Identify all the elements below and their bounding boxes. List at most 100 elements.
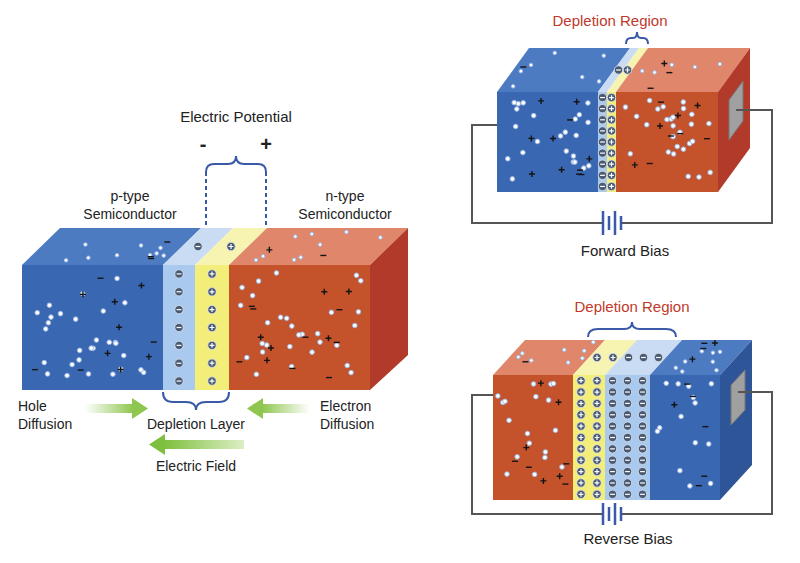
carrier-dot bbox=[77, 358, 82, 363]
carrier-dot bbox=[675, 144, 680, 149]
plus-charge bbox=[264, 357, 270, 363]
arrow-shaft bbox=[85, 404, 133, 413]
minus-charge bbox=[647, 163, 653, 164]
carrier-dot bbox=[254, 372, 259, 377]
ion-sign bbox=[579, 378, 584, 383]
carrier-dot bbox=[265, 320, 270, 325]
carrier-dot bbox=[690, 112, 695, 117]
minus-charge bbox=[526, 467, 532, 468]
carrier-dot bbox=[70, 362, 75, 367]
ion-sign bbox=[640, 414, 645, 415]
donor-ion bbox=[227, 242, 235, 250]
region-label: p-type Semiconductor bbox=[75, 188, 185, 223]
acceptor-ion bbox=[194, 242, 202, 250]
carrier-dot bbox=[525, 431, 530, 436]
ion-sign bbox=[600, 153, 605, 154]
acceptor-ion bbox=[623, 388, 631, 396]
carrier-dot bbox=[113, 340, 118, 345]
carrier-dot bbox=[581, 356, 585, 360]
carrier-dot bbox=[318, 243, 322, 247]
charge-carriers bbox=[32, 51, 722, 498]
plus-charge bbox=[529, 171, 535, 177]
bracket bbox=[163, 392, 229, 410]
ion-sign bbox=[609, 184, 614, 189]
carrier-dot bbox=[688, 484, 693, 489]
carrier-dot bbox=[521, 150, 526, 155]
donor-ion bbox=[577, 433, 585, 441]
plus-charge bbox=[557, 473, 563, 479]
acceptor-ion bbox=[175, 341, 183, 349]
carrier-dot bbox=[58, 311, 63, 316]
plus-charge bbox=[138, 283, 144, 289]
ion-sign bbox=[579, 446, 584, 451]
ion-sign bbox=[210, 379, 215, 384]
ion-sign bbox=[609, 162, 614, 167]
ion-sign bbox=[625, 471, 630, 472]
acceptor-ion bbox=[623, 399, 631, 407]
ion-sign bbox=[625, 460, 630, 461]
carrier-dot bbox=[159, 246, 163, 250]
ion-sign bbox=[579, 435, 584, 440]
layer-label: Depletion Layer bbox=[131, 416, 261, 434]
minus-charge bbox=[289, 368, 295, 369]
minus-charge bbox=[164, 241, 170, 242]
carrier-dot bbox=[505, 472, 510, 477]
carrier-dot bbox=[623, 105, 628, 110]
carrier-dot bbox=[496, 394, 501, 399]
ion-sign bbox=[210, 289, 215, 294]
minus-charge bbox=[677, 133, 683, 134]
carrier-dot bbox=[582, 349, 586, 353]
acceptor-ion bbox=[638, 467, 646, 475]
plus-charge bbox=[695, 102, 701, 108]
minus-charge bbox=[32, 369, 38, 370]
ion-sign bbox=[610, 403, 615, 404]
carrier-dot bbox=[531, 382, 536, 387]
ion-sign bbox=[625, 494, 630, 495]
donor-ion bbox=[593, 388, 601, 396]
minus-charge bbox=[658, 101, 664, 102]
donor-ion bbox=[577, 399, 585, 407]
ion-sign bbox=[609, 128, 614, 133]
acceptor-ion bbox=[638, 456, 646, 464]
carrier-dot bbox=[640, 69, 644, 73]
carrier-dot bbox=[543, 455, 548, 460]
carrier-dot bbox=[671, 152, 676, 157]
ion-sign bbox=[210, 272, 215, 277]
carrier-dot bbox=[558, 134, 563, 139]
acceptor-ion bbox=[614, 66, 622, 74]
carrier-dot bbox=[35, 310, 40, 315]
bracket bbox=[588, 322, 676, 337]
carrier-dot bbox=[664, 381, 669, 386]
plus-charge bbox=[538, 98, 544, 104]
minus-charge bbox=[576, 173, 582, 174]
acceptor-ion bbox=[623, 467, 631, 475]
carrier-dot bbox=[681, 106, 686, 111]
axis-label: Electric Potential bbox=[166, 108, 306, 127]
donor-ion bbox=[593, 445, 601, 453]
minus-charge bbox=[334, 342, 340, 343]
minus-charge bbox=[97, 278, 103, 279]
acceptor-ion bbox=[608, 490, 616, 498]
ion-sign bbox=[177, 363, 182, 364]
donor-ion bbox=[577, 422, 585, 430]
carrier-dot bbox=[676, 382, 681, 387]
carrier-dot bbox=[349, 370, 354, 375]
carrier-dot bbox=[521, 101, 526, 106]
acceptor-ion bbox=[175, 359, 183, 367]
carrier-dot bbox=[335, 343, 340, 348]
depletion-negative-front bbox=[605, 375, 650, 500]
ion-sign bbox=[600, 186, 605, 187]
carrier-dot bbox=[292, 258, 296, 262]
ion-sign bbox=[609, 151, 614, 156]
plus-charge bbox=[346, 289, 352, 295]
reverse-bias-block bbox=[493, 340, 752, 500]
carrier-dot bbox=[245, 355, 250, 360]
carrier-dot bbox=[162, 254, 166, 258]
battery-symbol bbox=[603, 211, 621, 235]
ion-sign bbox=[600, 141, 605, 142]
carrier-dot bbox=[546, 398, 551, 403]
minus-charge bbox=[250, 308, 256, 309]
carrier-dot bbox=[683, 360, 687, 364]
carrier-dot bbox=[515, 455, 520, 460]
